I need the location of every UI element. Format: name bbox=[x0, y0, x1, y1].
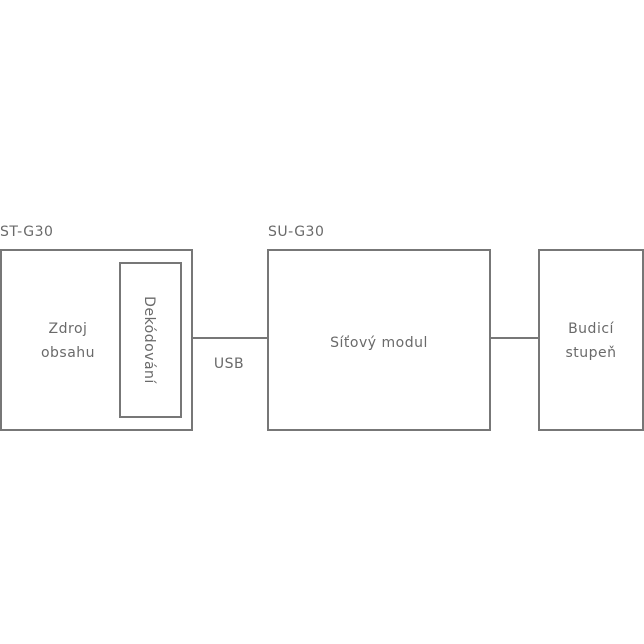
driver-label-line1: Budicí bbox=[568, 321, 614, 337]
source-label-line1: Zdroj bbox=[49, 321, 88, 337]
st-g30-label: ST-G30 bbox=[0, 224, 53, 240]
network-module-box bbox=[267, 249, 491, 431]
network-module-label: Síťový modul bbox=[330, 335, 428, 351]
usb-label: USB bbox=[214, 356, 244, 372]
decoding-label: Dekódování bbox=[141, 296, 157, 384]
driver-stage-box bbox=[538, 249, 644, 431]
su-g30-label: SU-G30 bbox=[268, 224, 324, 240]
source-label-line2: obsahu bbox=[41, 345, 95, 361]
driver-label-line2: stupeň bbox=[565, 345, 616, 361]
decoding-box bbox=[119, 262, 182, 418]
st-g30-box bbox=[0, 249, 193, 431]
